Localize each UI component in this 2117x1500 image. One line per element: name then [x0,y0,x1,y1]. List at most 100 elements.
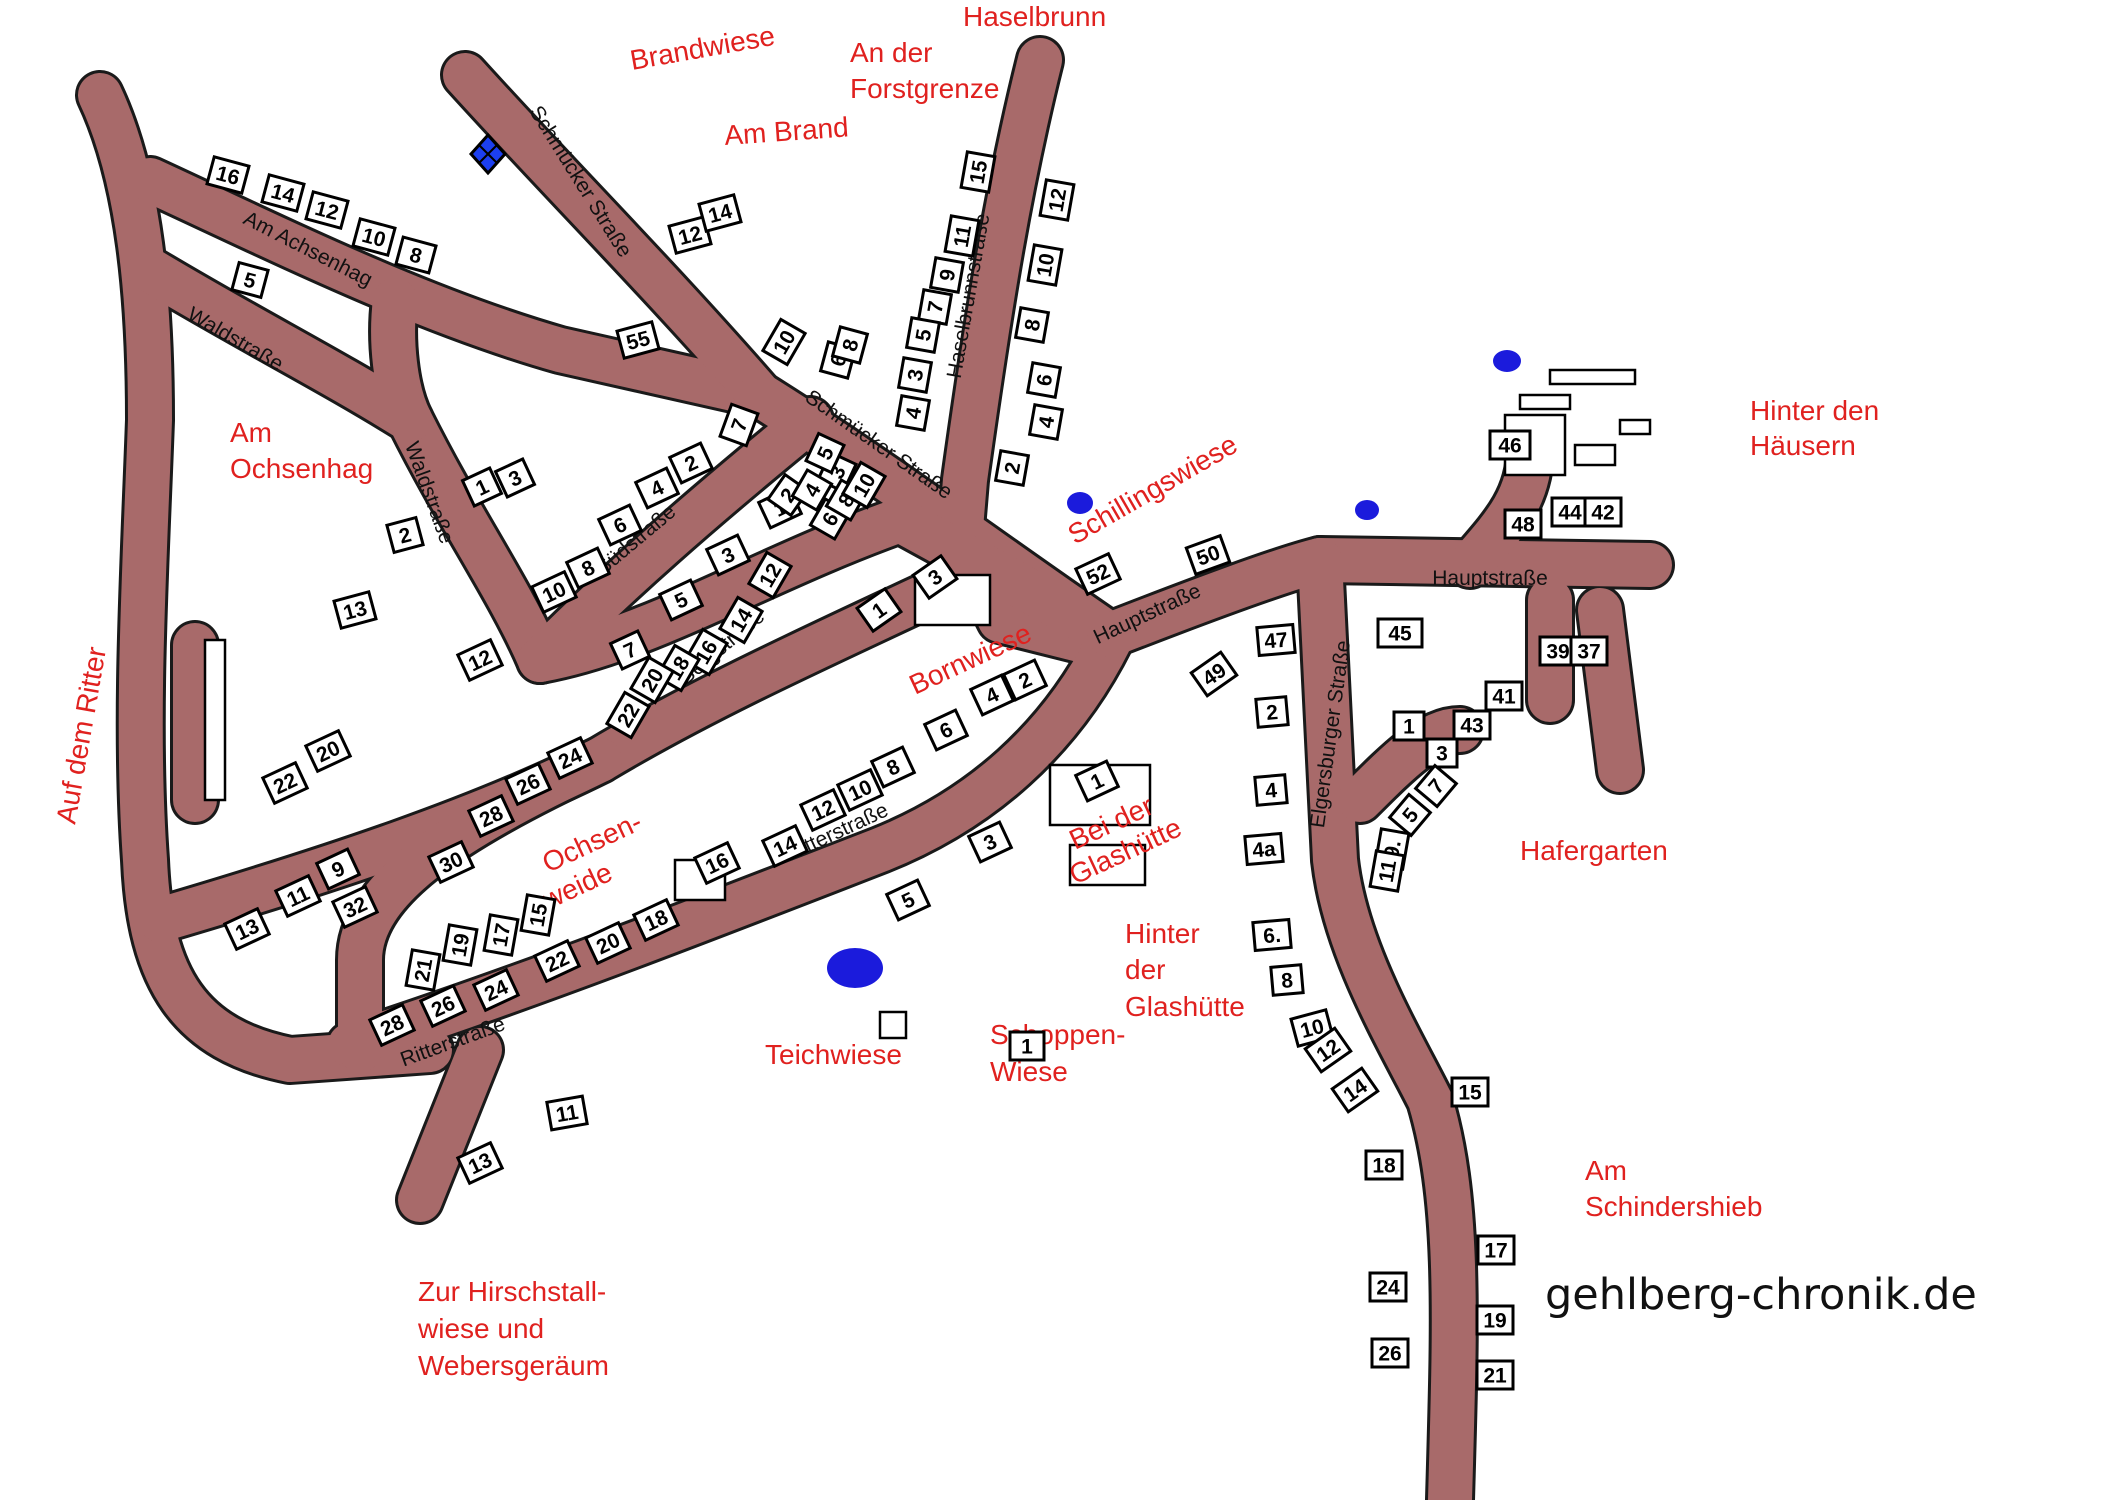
house-box [657,578,705,622]
house-number: 12 [455,637,505,683]
house-number: 22 [604,690,652,740]
house-number: 52 [1073,551,1123,597]
house-number: 2 [385,515,425,555]
house-box [1392,710,1426,742]
house-box [1269,963,1305,997]
house-number: 4 [790,467,834,513]
house-box [633,466,681,510]
house-box [835,767,885,813]
house-number: 4 [633,466,681,510]
house-box [1452,709,1492,741]
house-number: 1 [1073,759,1121,803]
house-label: 43 [1460,715,1483,738]
house-number: 19 [441,923,479,967]
house-number: 10 [760,317,808,367]
house-number: 5 [230,260,270,300]
house-box [760,317,808,367]
house-label: 24 [1376,1277,1400,1300]
house-number: 4 [1253,773,1289,807]
area-label: Am [1585,1155,1627,1186]
house-label: 4 [1035,414,1060,430]
area-label: Häusern [1750,430,1856,461]
house-number: 1 [1392,710,1426,742]
house-box [1184,533,1232,577]
house-box [418,983,468,1029]
house-box [704,533,752,577]
house-box [426,839,476,885]
house-number: 12 [1038,178,1076,222]
street-label: Hauptstraße [1432,567,1548,590]
house-number: 10 [351,216,397,258]
pond [1355,500,1379,520]
house-box [583,920,633,966]
house-number: 14 [717,595,765,645]
house-box [503,761,553,807]
house-box [394,235,438,275]
house-box [532,938,582,984]
house-number: 55 [615,319,661,361]
house-number: 28 [466,793,516,839]
house-box [1253,773,1289,807]
ponds [827,350,1521,988]
house-number: 21 [1475,1359,1515,1391]
road [388,398,562,682]
road [518,398,832,682]
house-number: 2 [667,441,715,485]
house-box [545,1094,589,1132]
house-box [1026,243,1064,287]
house-number: 19 [1475,1304,1515,1336]
house-label: 37 [1577,641,1600,664]
road [1298,538,1476,1500]
building [1573,443,1617,467]
house-number: 26 [418,983,468,1029]
house-label: 19 [1483,1310,1506,1333]
house-box [351,216,397,258]
house-number: 13 [222,906,272,952]
house-box [564,546,612,590]
house-box [746,550,794,600]
area-label: Webersgeräum [418,1350,609,1381]
area-label: Forstgrenze [850,73,999,104]
house-box [1025,361,1063,399]
house-number: 11 [273,873,323,919]
house-number: 11 [1368,849,1406,893]
house-number: 3 [704,533,752,577]
house-box [1001,658,1049,702]
house-box [455,1140,505,1186]
house-number: 14 [760,823,810,869]
house-label: 15 [1458,1082,1482,1105]
house-box [404,948,442,992]
road [128,158,782,417]
house-box [1569,635,1609,667]
house-label: 19 [448,932,475,959]
road [1578,588,1642,792]
house-box [1475,1304,1515,1336]
house-box [830,325,870,365]
house-number: 17 [482,913,520,957]
area-label: Am Brand [723,111,849,151]
house-box [790,467,834,513]
house-box [260,760,310,806]
house-box [608,628,652,672]
house-number: 48 [1503,508,1543,540]
house-label: 4 [902,405,927,421]
house-label: 11 [1375,858,1402,884]
house-box [1189,650,1239,698]
house-box [1364,1149,1404,1181]
house-box [222,906,272,952]
house-number: 16 [205,154,251,196]
road [518,498,1132,682]
house-number: 7 [916,288,954,326]
house-box [466,793,516,839]
house-box [943,214,981,258]
house-number: 3 [493,456,537,500]
house-number: 7 [1413,763,1459,809]
house-number: 7 [608,628,652,672]
house-box [1073,551,1123,597]
house-label: 2 [397,523,414,548]
house-number: 43 [1452,709,1492,741]
house-label: 10 [1033,252,1060,279]
house-label: 6. [1262,924,1281,948]
house-box [966,820,1014,864]
